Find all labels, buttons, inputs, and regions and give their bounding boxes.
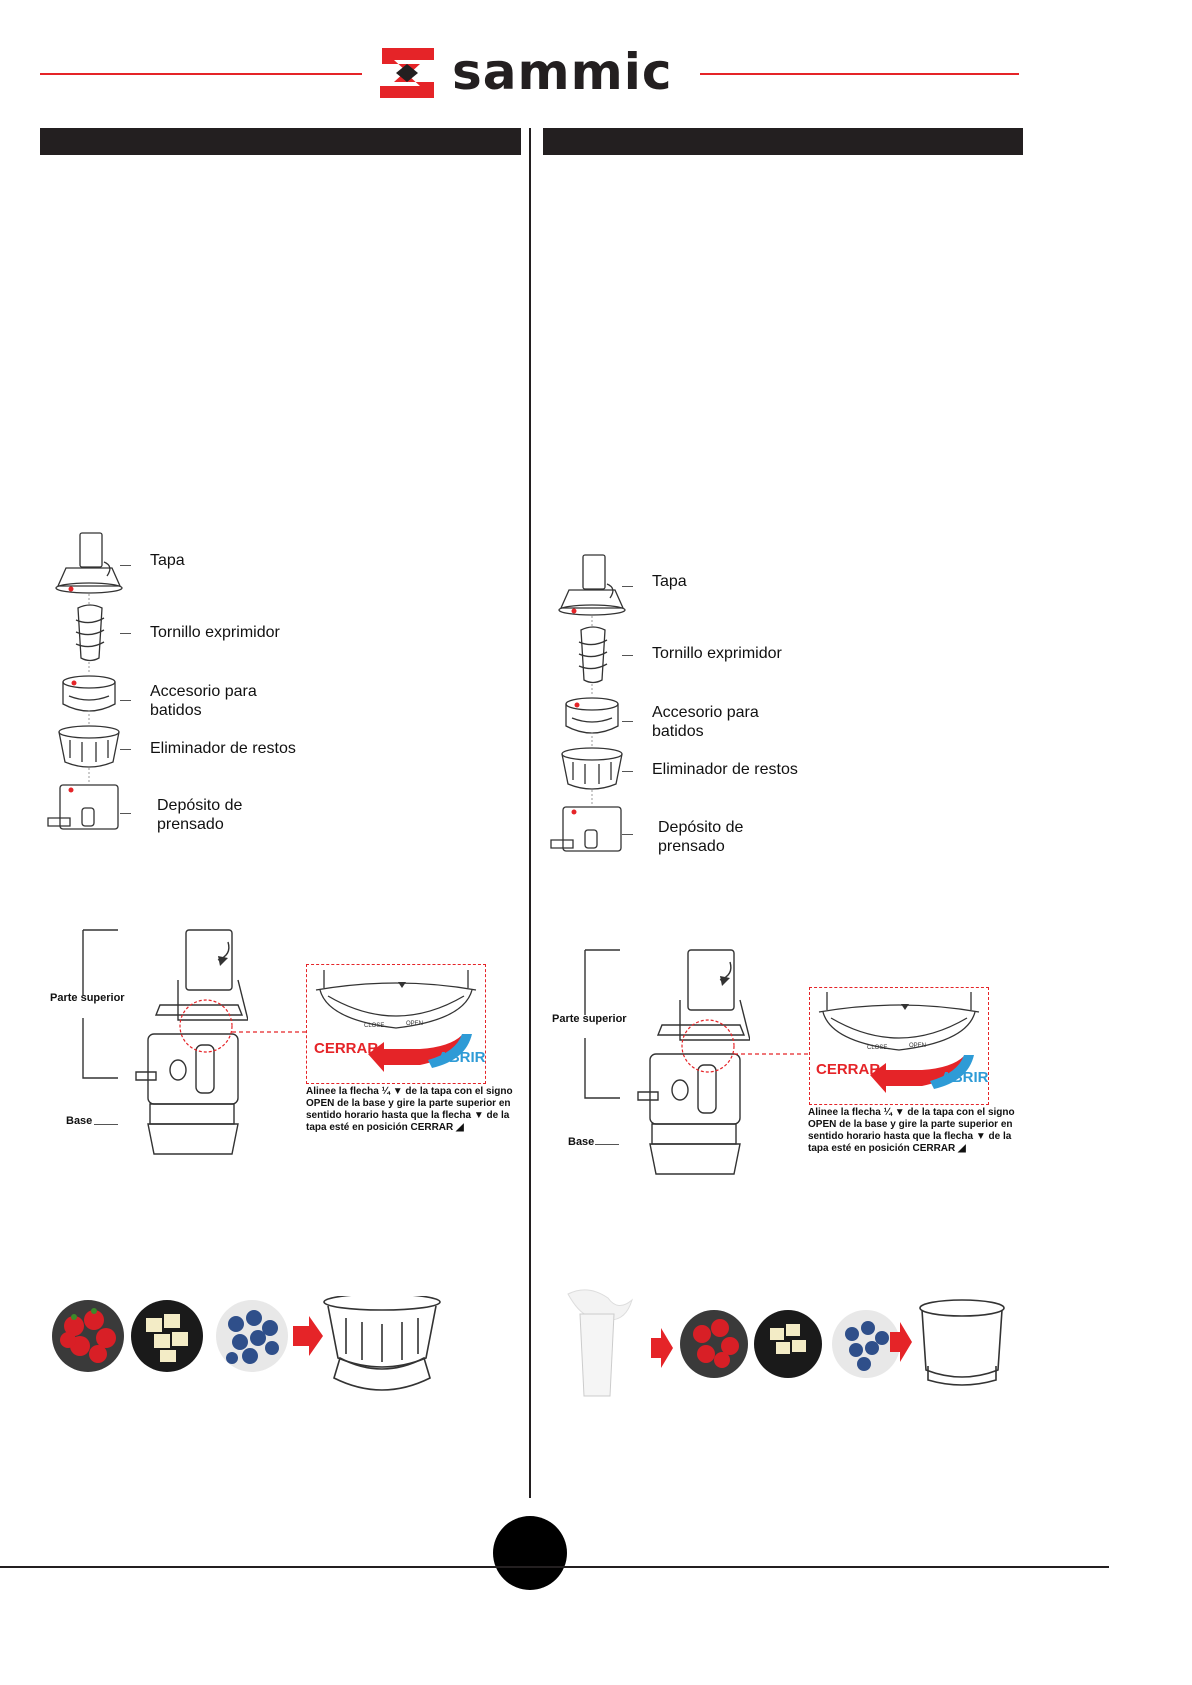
label-base-left: Base [66, 1115, 93, 1127]
brand-name: sammic [452, 43, 673, 101]
part-label-accesorio-right: Accesorio para batidos [652, 704, 759, 740]
tornillo-leader [120, 633, 131, 634]
part-label-tornillo-right: Tornillo exprimidor [652, 645, 782, 662]
lid-open-mark-right: OPEN [909, 1043, 926, 1049]
eliminador-leader [120, 749, 131, 750]
accesorio-leader [120, 700, 131, 701]
lid-detail-box-right [809, 987, 989, 1105]
header-rule-right [700, 73, 1019, 75]
part-label-eliminador: Eliminador de restos [150, 740, 296, 757]
label-parte-superior-left: Parte superior [50, 992, 125, 1004]
tapa-leader [120, 565, 131, 566]
detail-link-left [179, 999, 306, 1053]
deposito-leader [120, 813, 131, 814]
part-label-deposito: Depósito de prensado [157, 797, 243, 833]
sammic-logo-icon [380, 48, 434, 98]
juicer-assembly-diagram-left [82, 929, 248, 1155]
left-section-header-bar [40, 128, 521, 155]
tornillo-leader-right [622, 655, 633, 656]
lid-close-mark-right: CLOSE [867, 1045, 887, 1051]
base-leader-right [595, 1144, 619, 1145]
assembly-instruction-right: Alinee la flecha ¼ ▼ de la tapa con el s… [808, 1107, 1015, 1154]
lid-close-mark: CLOSE [364, 1023, 384, 1029]
abrir-label-left: ABRIR [438, 1049, 486, 1066]
lid-detail-box-left [306, 964, 486, 1084]
eliminador-leader-right [622, 771, 633, 772]
abrir-label-right: ABRIR [941, 1069, 989, 1086]
part-label-accesorio: Accesorio para batidos [150, 683, 257, 719]
lid-detail-drawing-right: CLOSE OPEN [818, 992, 980, 1051]
detail-link-right [681, 1019, 808, 1073]
part-label-tapa-right: Tapa [652, 573, 687, 590]
fruit-bowls-left [52, 1296, 441, 1391]
part-label-tapa: Tapa [150, 552, 185, 569]
base-leader-left [94, 1124, 118, 1125]
assembly-instruction-left: Alinee la flecha ¼ ▼ de la tapa con el s… [306, 1086, 513, 1133]
milk-and-fruit-right [567, 1289, 1005, 1397]
close-open-arrows-right [870, 1055, 974, 1093]
lid-detail-drawing-left: CLOSE OPEN [315, 970, 477, 1029]
close-open-arrows-left [368, 1034, 472, 1072]
cerrar-label-left: CERRAR [314, 1040, 379, 1057]
right-section-header-bar [543, 128, 1023, 155]
lid-open-mark: OPEN [406, 1021, 423, 1027]
parts-exploded-diagram-right [550, 554, 626, 852]
part-label-eliminador-right: Eliminador de restos [652, 761, 798, 778]
page-number-circle [493, 1516, 567, 1590]
part-label-tornillo: Tornillo exprimidor [150, 624, 280, 641]
deposito-leader-right [622, 834, 633, 835]
footer-rule [0, 1566, 1109, 1568]
header-rule-left [40, 73, 362, 75]
part-label-deposito-right: Depósito de prensado [658, 819, 744, 855]
label-base-right: Base [568, 1136, 595, 1148]
cerrar-label-right: CERRAR [816, 1061, 881, 1078]
column-divider [529, 128, 531, 1498]
accesorio-leader-right [622, 721, 633, 722]
label-parte-superior-right: Parte superior [552, 1013, 627, 1025]
juicer-assembly-diagram-right [584, 949, 750, 1175]
tapa-leader-right [622, 586, 633, 587]
parts-exploded-diagram-left [47, 532, 123, 830]
